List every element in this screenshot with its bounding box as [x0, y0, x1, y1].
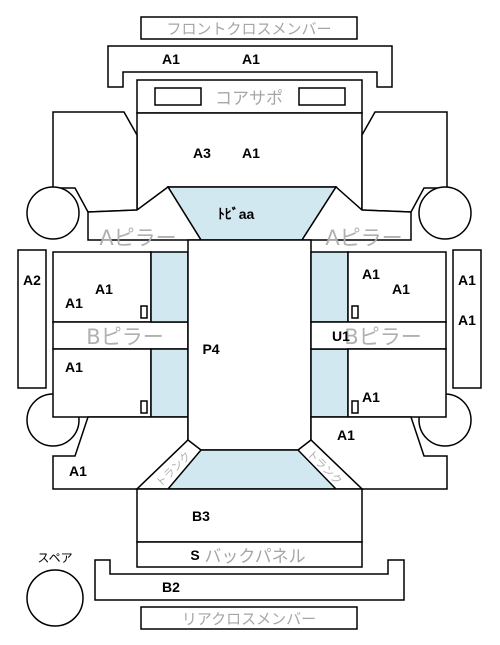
door-handle-rear-right [351, 400, 359, 414]
back-panel-grade: S [190, 547, 199, 563]
rear-quarter-right [310, 416, 448, 490]
front-window-right [310, 251, 349, 323]
trunk-lid-grade: B3 [192, 508, 210, 524]
rear-door-left-grade: A1 [65, 359, 83, 375]
rear-window-right [310, 348, 349, 418]
back-panel-label: バックパネル [204, 547, 305, 567]
front-door-left-upper-grade: A1 [95, 281, 113, 297]
roof-panel [187, 239, 312, 451]
a-pillar-left-strip [87, 185, 203, 241]
rear-bumper-outline [94, 559, 405, 601]
side-right-upper-grade: A1 [458, 272, 476, 288]
side-sill-right [452, 249, 482, 389]
door-handle-rear-left [140, 400, 148, 414]
spare-tire [26, 569, 84, 627]
front-door-right-lower-grade: A1 [392, 281, 410, 297]
front-cross-member-label: フロントクロスメンバー [166, 20, 331, 38]
b-pillar-right-grade: U1 [332, 328, 350, 344]
a-pillar-right-label: Aピラー [325, 226, 402, 250]
b-pillar-left-label: Bピラー [86, 325, 163, 349]
front-door-right [347, 251, 447, 323]
spare-label: スペア [37, 551, 72, 565]
headlight-left [154, 87, 202, 106]
rear-member-grade: B2 [162, 579, 180, 595]
front-door-left-lower-grade: A1 [65, 295, 83, 311]
hood-left-grade: A3 [193, 145, 211, 161]
side-left-grade: A2 [23, 272, 41, 288]
quarter-left-grade: A1 [69, 463, 87, 479]
a-pillar-right-strip [300, 185, 412, 241]
b-pillar-right-label: Bピラー [344, 325, 421, 349]
rear-door-right-grade: A1 [362, 389, 380, 405]
core-support-label: コアサポ [215, 89, 283, 109]
a-pillar-left-label: Aピラー [99, 226, 176, 250]
b-pillar-left-strip [52, 321, 189, 350]
door-handle-front-left [140, 305, 148, 319]
rear-cross-member-label: リアクロスメンバー [182, 610, 316, 628]
front-window-left [150, 251, 189, 323]
roof-grade: P4 [202, 341, 219, 357]
front-cross-member-box [140, 16, 358, 40]
headlight-right [298, 87, 346, 106]
front-member-left-grade: A1 [162, 51, 180, 67]
side-right-lower-grade: A1 [458, 312, 476, 328]
tire-front-right [418, 186, 472, 240]
door-handle-front-right [351, 305, 359, 319]
side-sill-left [17, 249, 47, 389]
back-panel-box [136, 541, 363, 568]
quarter-right-grade: A1 [337, 427, 355, 443]
front-door-right-upper-grade: A1 [362, 266, 380, 282]
tire-front-left [26, 186, 80, 240]
rear-window-left [150, 348, 189, 418]
rear-cross-member-box [140, 606, 358, 630]
trunk-lid [136, 488, 363, 543]
hood-right-grade: A1 [242, 145, 260, 161]
rear-door-left [52, 348, 152, 418]
front-bumper-outline [107, 45, 393, 88]
roof-front-grade: ﾄﾋﾞaa [218, 206, 255, 222]
front-member-right-grade: A1 [242, 51, 260, 67]
rear-door-right [347, 348, 447, 418]
